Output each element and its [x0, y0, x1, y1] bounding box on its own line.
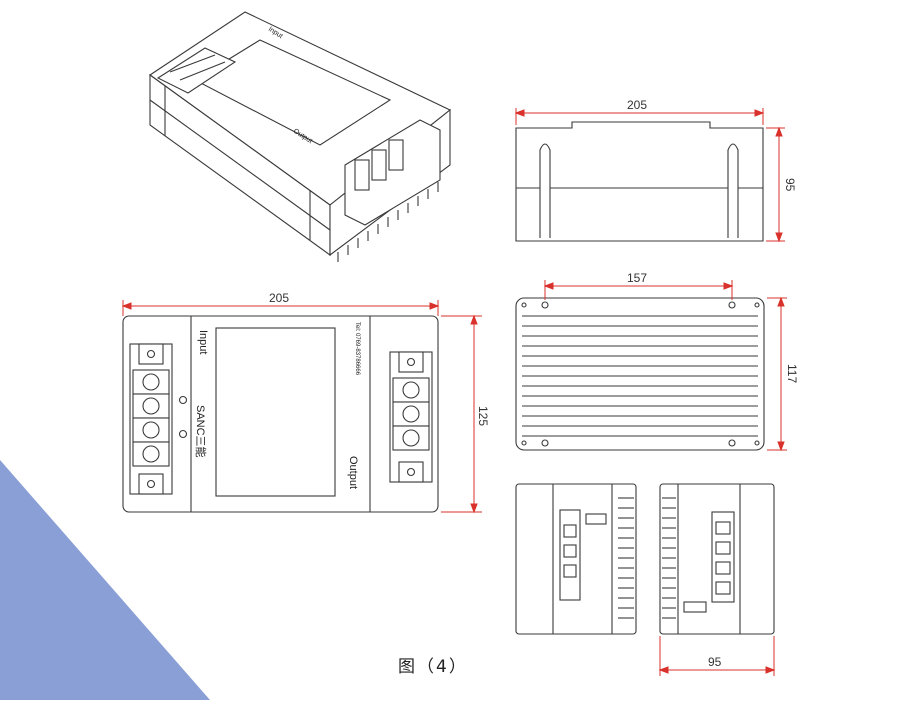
end-view-right	[659, 483, 775, 635]
mount-hole-top-right	[728, 301, 736, 309]
mount-hole-bottom-right	[728, 439, 736, 447]
end-view-left	[515, 483, 637, 635]
output-terminal-strip	[389, 351, 433, 483]
end-width-label: 95	[708, 655, 722, 669]
top-output-label: Output	[347, 456, 359, 489]
bottom-spacing-label: 157	[627, 271, 647, 285]
bottom-dim-spacing	[543, 280, 734, 300]
bottom-height-label: 117	[785, 364, 799, 383]
end-right-fins	[662, 497, 676, 619]
side-height-label: 95	[783, 178, 797, 192]
top-label-panel	[215, 327, 336, 497]
mount-hole-bottom-left	[541, 439, 549, 447]
top-input-label: Input	[197, 330, 209, 354]
input-terminal-strip	[129, 343, 173, 495]
top-view	[122, 315, 439, 513]
side-width-label: 205	[627, 98, 647, 112]
top-brand-label: SANC三能	[194, 405, 208, 458]
side-dim-height	[766, 126, 785, 243]
heatsink-fins	[337, 182, 439, 262]
heatsink-grooves	[522, 315, 758, 437]
side-view	[515, 121, 764, 242]
top-dim-width	[121, 300, 440, 316]
end-dim-width	[658, 636, 776, 676]
accent-triangle	[0, 460, 210, 700]
end-left-fins	[618, 497, 634, 619]
bottom-dim-height	[767, 296, 787, 452]
top-tel-label: Tel: 0769-83786666	[354, 322, 360, 376]
top-width-label: 205	[269, 291, 289, 305]
top-height-label: 125	[476, 406, 490, 426]
mount-hole-top-left	[541, 301, 549, 309]
side-dim-width	[514, 108, 765, 125]
top-dim-height	[441, 314, 482, 514]
isometric-view: Output Input	[149, 11, 452, 262]
bottom-view	[515, 297, 765, 451]
figure-caption: 图（4）	[398, 657, 468, 677]
